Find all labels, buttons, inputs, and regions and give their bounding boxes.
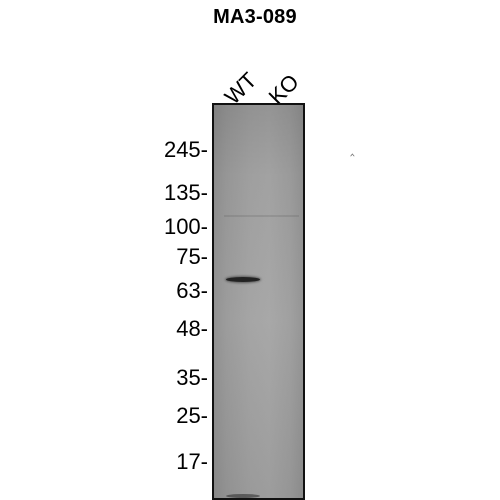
marker-17: 17- bbox=[176, 451, 208, 473]
marker-label: 245- bbox=[163, 137, 208, 162]
marker-75: 75- bbox=[176, 246, 208, 268]
marker-48: 48- bbox=[176, 318, 208, 340]
figure-title: MA3-089 bbox=[213, 6, 297, 28]
marker-label: 63- bbox=[176, 278, 208, 303]
marker-label: 48- bbox=[176, 316, 208, 341]
marker-100: 100- bbox=[164, 216, 208, 238]
stray-mark: ‸ bbox=[350, 140, 355, 156]
marker-label: 25- bbox=[176, 403, 208, 428]
marker-label: 35- bbox=[176, 365, 208, 390]
marker-label: 135- bbox=[163, 180, 208, 205]
bottom-edge-smear bbox=[226, 494, 260, 498]
marker-245: 245- bbox=[164, 139, 208, 161]
marker-label: 75- bbox=[176, 244, 208, 269]
marker-25: 25- bbox=[176, 405, 208, 427]
marker-label: 17- bbox=[176, 449, 208, 474]
marker-label: 100- bbox=[163, 214, 208, 239]
wt-protein-band bbox=[226, 277, 260, 282]
western-blot-membrane bbox=[212, 103, 305, 500]
marker-35: 35- bbox=[176, 367, 208, 389]
marker-135: 135- bbox=[164, 182, 208, 204]
faint-background-line bbox=[224, 215, 299, 217]
marker-63: 63- bbox=[176, 280, 208, 302]
